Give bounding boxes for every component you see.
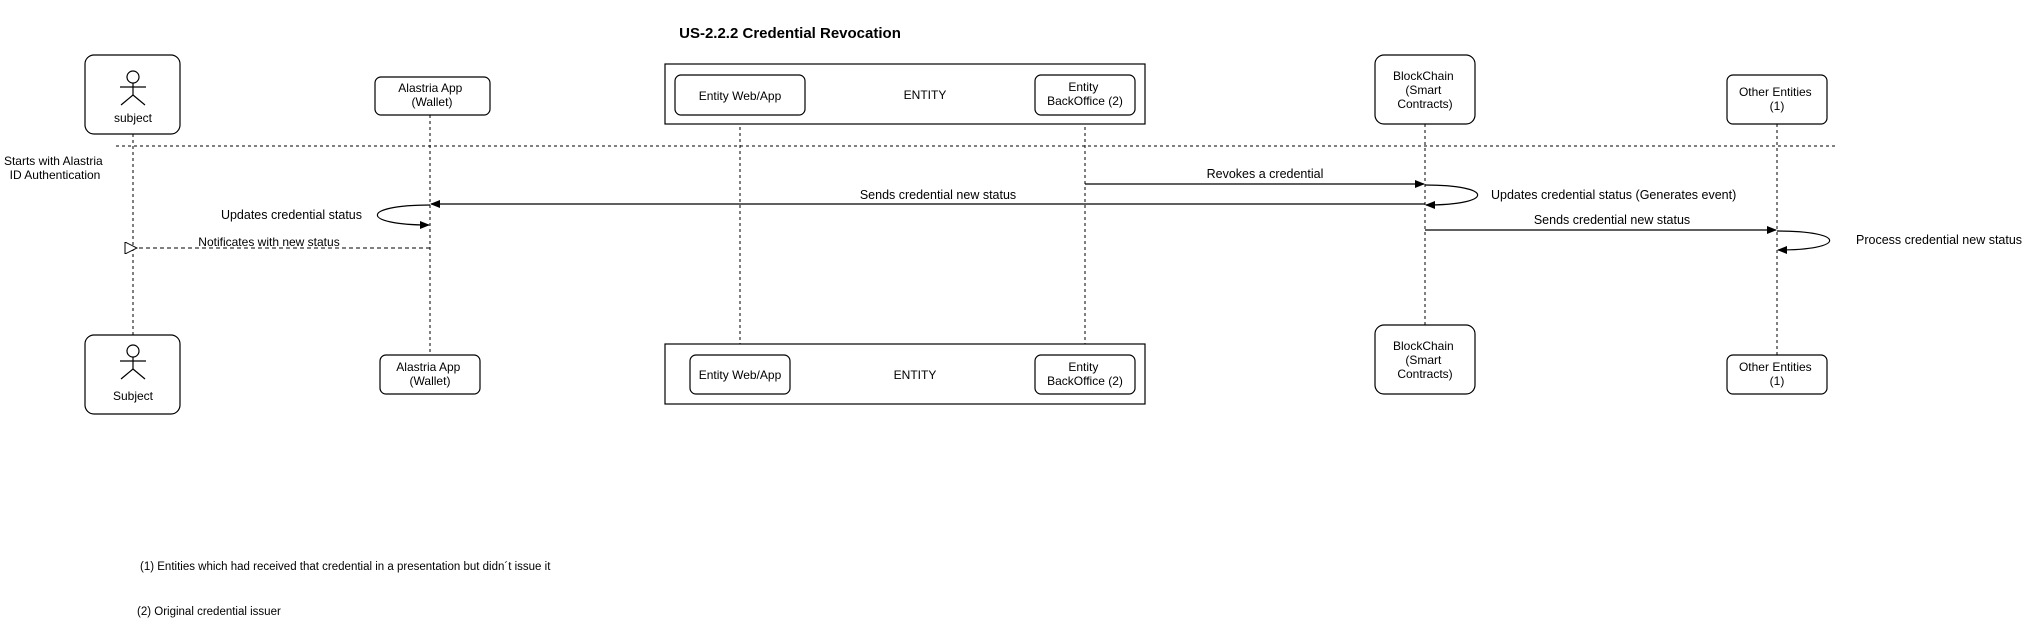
participant-wallet-top: Alastria App (Wallet) <box>374 76 491 116</box>
entity-group-label: ENTITY <box>894 368 937 382</box>
footnote-1: (1) Entities which had received that cre… <box>140 561 551 573</box>
self-message-wallet <box>377 204 431 229</box>
message-label-sends-to-others: Sends credential new status <box>1534 213 1690 227</box>
self-message-other-entities <box>1776 230 1830 254</box>
separator-note: Starts with Alastria ID Authentication <box>4 154 106 182</box>
participant-label: Other Entities (1) <box>1739 85 1815 113</box>
participant-label: Alastria App (Wallet) <box>398 81 465 109</box>
participant-entity-webapp-top <box>674 74 806 116</box>
diagram-title: US-2.2.2 Credential Revocation <box>679 25 901 42</box>
participant-label: subject <box>114 111 153 125</box>
actor-icon <box>120 344 146 380</box>
participant-blockchain-bottom: BlockChain (Smart Contracts) <box>1374 324 1476 395</box>
message-label-process: Process credential new status <box>1856 233 2022 247</box>
message-label-updates-wallet: Updates credential status <box>221 208 362 222</box>
entity-group-label: ENTITY <box>904 88 947 102</box>
participant-other-entities-bottom: Other Entities (1) <box>1726 354 1828 395</box>
participant-entity-backoffice-top <box>1034 74 1136 116</box>
participant-label: Subject <box>113 389 154 403</box>
message-label-notificates: Notificates with new status <box>198 235 339 249</box>
participant-label: Entity Web/App <box>699 368 782 382</box>
participant-label: BlockChain (Smart Contracts) <box>1393 339 1457 381</box>
participant-wallet-bottom: Alastria App (Wallet) <box>379 354 481 395</box>
actor-icon <box>120 70 146 106</box>
message-label-revokes: Revokes a credential <box>1207 167 1324 181</box>
participant-label: Alastria App (Wallet) <box>396 360 463 388</box>
footnote-2: (2) Original credential issuer <box>137 606 281 618</box>
participant-label: Entity Web/App <box>699 89 782 103</box>
participant-other-entities-top: Other Entities (1) <box>1726 74 1828 125</box>
participant-blockchain-top: BlockChain (Smart Contracts) <box>1374 54 1476 125</box>
self-message-blockchain <box>1424 184 1478 209</box>
message-label-updates-blockchain: Updates credential status (Generates eve… <box>1491 188 1736 202</box>
participant-subject-top: subject <box>84 54 181 135</box>
message-label-sends-to-wallet: Sends credential new status <box>860 188 1016 202</box>
participant-entity-backoffice-bottom <box>1034 354 1136 395</box>
entity-group-bottom: ENTITY Entity Web/App Entity BackOffice … <box>664 343 1146 405</box>
participant-label: BlockChain (Smart Contracts) <box>1393 69 1457 111</box>
entity-group-top: ENTITY Entity Web/App Entity BackOffice … <box>664 63 1146 125</box>
participant-label: Entity BackOffice (2) <box>1047 360 1123 388</box>
participant-entity-webapp-bottom <box>689 354 791 395</box>
participant-subject-bottom: Subject <box>84 334 181 415</box>
participant-label: Other Entities (1) <box>1739 360 1815 388</box>
participant-label: Entity BackOffice (2) <box>1047 80 1123 108</box>
